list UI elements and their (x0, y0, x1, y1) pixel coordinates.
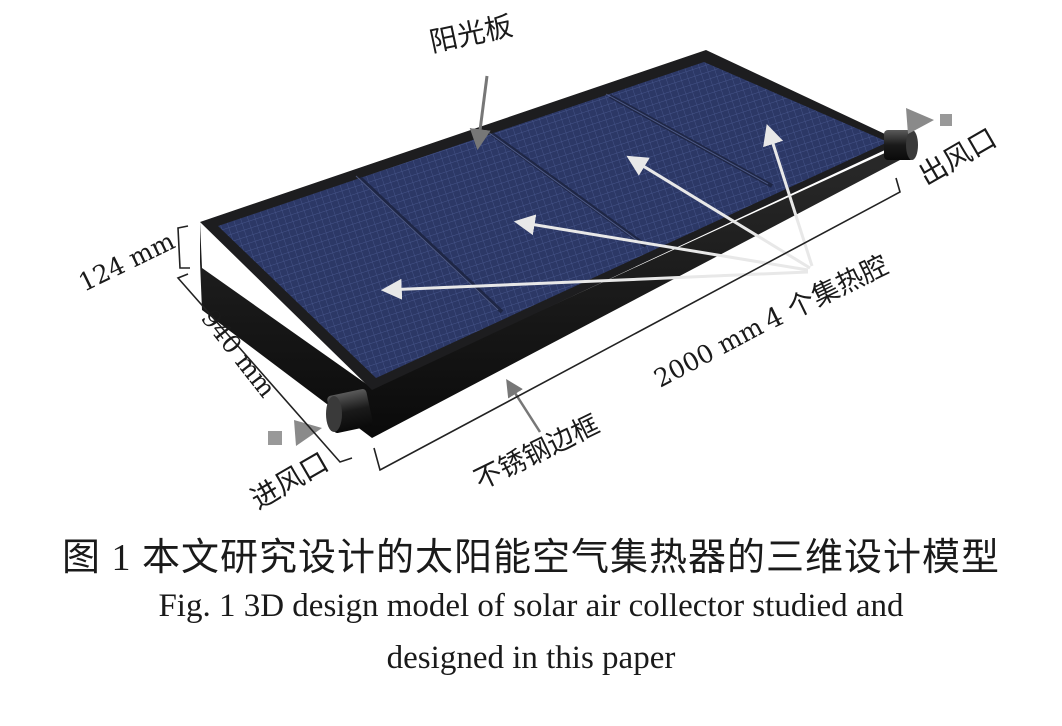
frame-pointer-arrow (506, 379, 542, 433)
caption-chinese: 图 1 本文研究设计的太阳能空气集热器的三维设计模型 (61, 537, 1000, 579)
label-frame: 不锈钢边框 (469, 409, 604, 496)
solar-collector (200, 50, 918, 438)
label-inlet: 进风口 (245, 445, 334, 516)
frame-left-side (200, 222, 202, 310)
inlet-pipe (326, 389, 373, 433)
inlet-flow-arrow (268, 420, 322, 446)
panel-pointer-arrow (469, 75, 491, 151)
label-outlet: 出风口 (913, 121, 1002, 192)
width-dimension (176, 273, 353, 463)
dimension-lines (176, 177, 901, 472)
caption-english-line2: designed in this paper (386, 640, 676, 676)
label-chambers: 4 个集热腔 (759, 250, 893, 337)
label-top-panel: 阳光板 (427, 9, 516, 59)
label-height-dim: 124 mm (74, 226, 180, 297)
caption-english-line1: Fig. 1 3D design model of solar air coll… (158, 588, 904, 624)
label-length-dim: 2000 mm (649, 312, 768, 394)
length-dimension (373, 177, 901, 472)
outlet-pipe (884, 130, 918, 160)
height-dimension (177, 225, 190, 269)
outlet-flow-arrow (906, 108, 952, 134)
